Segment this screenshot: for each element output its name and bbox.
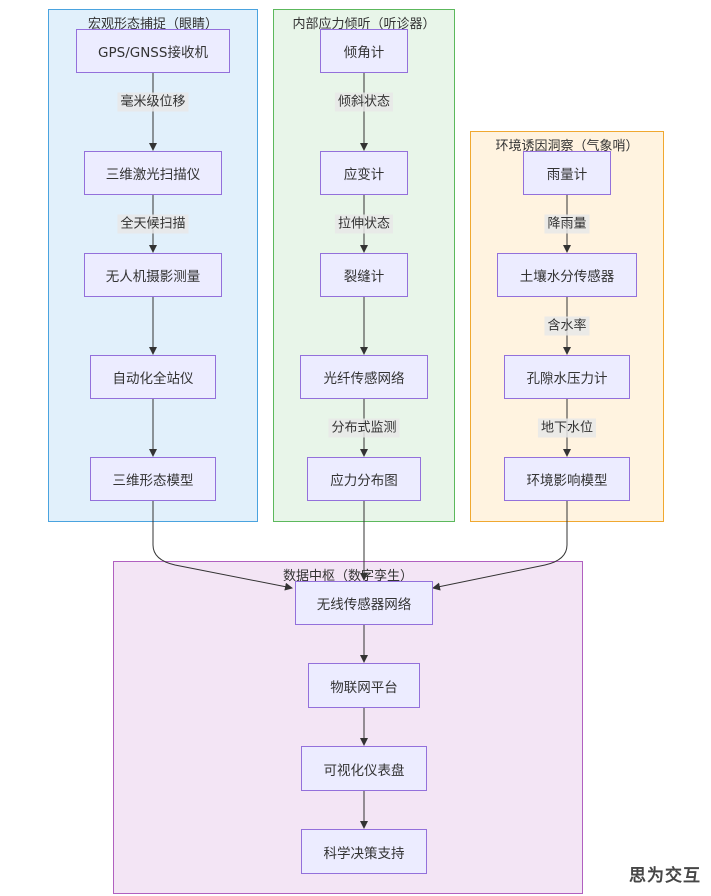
cluster-macro-title: 宏观形态捕捉（眼睛） (87, 17, 218, 32)
node-fiber-sensor-network[interactable]: 光纤传感网络 (300, 355, 428, 399)
edge-label-gps-laser: 毫米级位移 (117, 92, 189, 112)
node-environment-model[interactable]: 环境影响模型 (504, 457, 630, 501)
node-inclinometer[interactable]: 倾角计 (320, 29, 408, 73)
edge-label-pore-envmodel: 地下水位 (537, 418, 597, 438)
edge-label-strain-crack: 拉伸状态 (334, 214, 394, 234)
node-total-station[interactable]: 自动化全站仪 (90, 355, 216, 399)
node-decision-support[interactable]: 科学决策支持 (301, 829, 427, 874)
node-strain-gauge[interactable]: 应变计 (320, 151, 408, 195)
node-pore-pressure-meter[interactable]: 孔隙水压力计 (504, 355, 630, 399)
node-rain-gauge[interactable]: 雨量计 (523, 151, 611, 195)
node-soil-moisture-sensor[interactable]: 土壤水分传感器 (497, 253, 637, 297)
edge-label-fiber-stressmap: 分布式监测 (328, 418, 400, 438)
edge-label-laser-drone: 全天候扫描 (117, 214, 189, 234)
node-crack-meter[interactable]: 裂缝计 (320, 253, 408, 297)
node-3d-shape-model[interactable]: 三维形态模型 (90, 457, 216, 501)
edge-label-tilt-strain: 倾斜状态 (334, 92, 394, 112)
cluster-env-title: 环境诱因洞察（气象哨） (495, 139, 639, 154)
node-iot-platform[interactable]: 物联网平台 (308, 663, 420, 708)
node-visual-dashboard[interactable]: 可视化仪表盘 (301, 746, 427, 791)
watermark-logo: 思为交互 (629, 866, 701, 886)
node-wireless-sensor-network[interactable]: 无线传感器网络 (295, 581, 433, 625)
edge-label-rain-soil: 降雨量 (544, 214, 590, 234)
node-gps-receiver[interactable]: GPS/GNSS接收机 (76, 29, 230, 73)
edge-label-soil-pore: 含水率 (544, 316, 590, 336)
cluster-data-title: 数据中枢（数字孪生） (282, 569, 413, 584)
node-drone-photogrammetry[interactable]: 无人机摄影测量 (84, 253, 222, 297)
node-stress-distribution-map[interactable]: 应力分布图 (307, 457, 421, 501)
node-3d-laser-scanner[interactable]: 三维激光扫描仪 (84, 151, 222, 195)
cluster-internal-title: 内部应力倾听（听诊器） (292, 17, 436, 32)
